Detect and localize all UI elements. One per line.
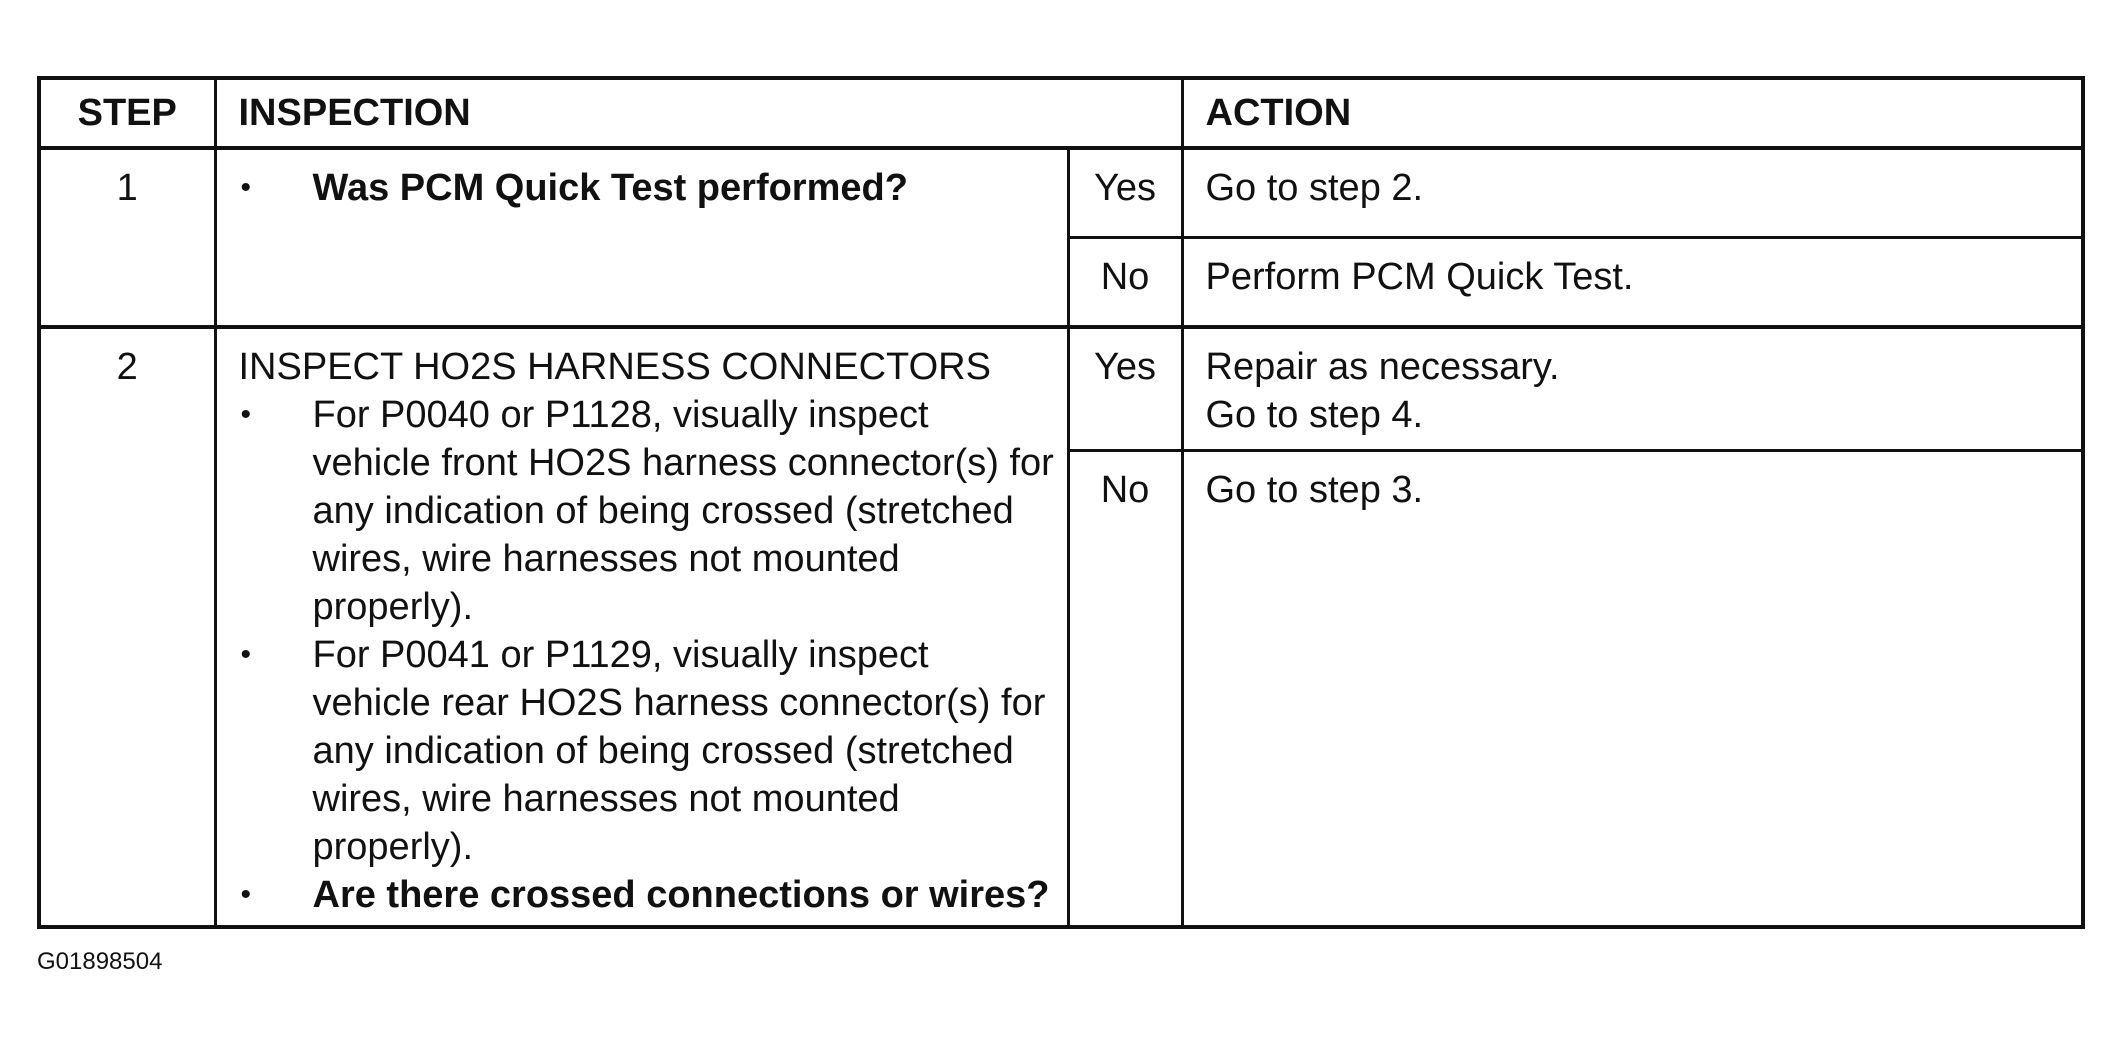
- action-line: Go to step 4.: [1205, 394, 1424, 436]
- no-label: No: [1066, 236, 1184, 329]
- inspection-cell: INSPECT HO2S HARNESS CONNECTORS • For P0…: [213, 325, 1070, 929]
- table-row: No Go to step 3.: [39, 449, 2085, 929]
- yes-label: Yes: [1066, 325, 1184, 452]
- yes-action: Repair as necessary. Go to step 4.: [1180, 325, 2085, 452]
- inspection-column-header: INSPECTION: [213, 76, 1184, 150]
- action-line: Repair as necessary.: [1205, 346, 1560, 388]
- no-action: Perform PCM Quick Test.: [1180, 236, 2085, 329]
- inspection-question: Are there crossed connections or wires?: [312, 874, 1050, 916]
- inspection-heading: INSPECT HO2S HARNESS CONNECTORS: [238, 346, 991, 388]
- no-action: Go to step 3.: [1180, 449, 2085, 929]
- table-row: 1 • Was PCM Quick Test performed? Yes Go…: [37, 146, 2085, 329]
- bullet-icon: •: [240, 398, 252, 431]
- inspection-bullet: • For P0040 or P1128, visually inspect v…: [239, 391, 1057, 631]
- inspection-step-text: For P0041 or P1129, visually inspect veh…: [312, 634, 1046, 868]
- bullet-icon: •: [240, 878, 252, 911]
- inspection-question: Was PCM Quick Test performed?: [312, 167, 908, 209]
- inspection-bullet: • Was PCM Quick Test performed?: [239, 164, 1057, 212]
- figure-id: G01898504: [37, 948, 163, 975]
- action-line: Go to step 3.: [1205, 469, 1424, 511]
- inspection-bullet: • Are there crossed connections or wires…: [239, 871, 1057, 919]
- action-column-header: ACTION: [1180, 76, 2085, 150]
- bullet-icon: •: [240, 171, 252, 204]
- action-line: Perform PCM Quick Test.: [1205, 256, 1634, 298]
- bullet-icon: •: [240, 638, 252, 671]
- yes-action: Go to step 2.: [1180, 146, 2085, 239]
- yes-label: Yes: [1066, 146, 1184, 239]
- table-row: 2 INSPECT HO2S HARNESS CONNECTORS • For …: [37, 325, 2085, 929]
- inspection-cell: • Was PCM Quick Test performed?: [213, 146, 1070, 329]
- step-column-header: STEP: [37, 76, 217, 150]
- diagnostic-table: STEP INSPECTION ACTION 1 • Was PCM Quick…: [37, 76, 2085, 929]
- table-header-row: STEP INSPECTION ACTION: [37, 76, 2085, 150]
- inspection-bullet: • For P0041 or P1129, visually inspect v…: [239, 631, 1057, 871]
- action-line: Go to step 2.: [1205, 167, 1424, 209]
- no-label: No: [1066, 449, 1184, 929]
- inspection-step-text: For P0040 or P1128, visually inspect veh…: [312, 394, 1054, 628]
- step-number: 2: [37, 325, 217, 929]
- step-number: 1: [37, 146, 217, 329]
- table-row: No Perform PCM Quick Test.: [39, 236, 2085, 329]
